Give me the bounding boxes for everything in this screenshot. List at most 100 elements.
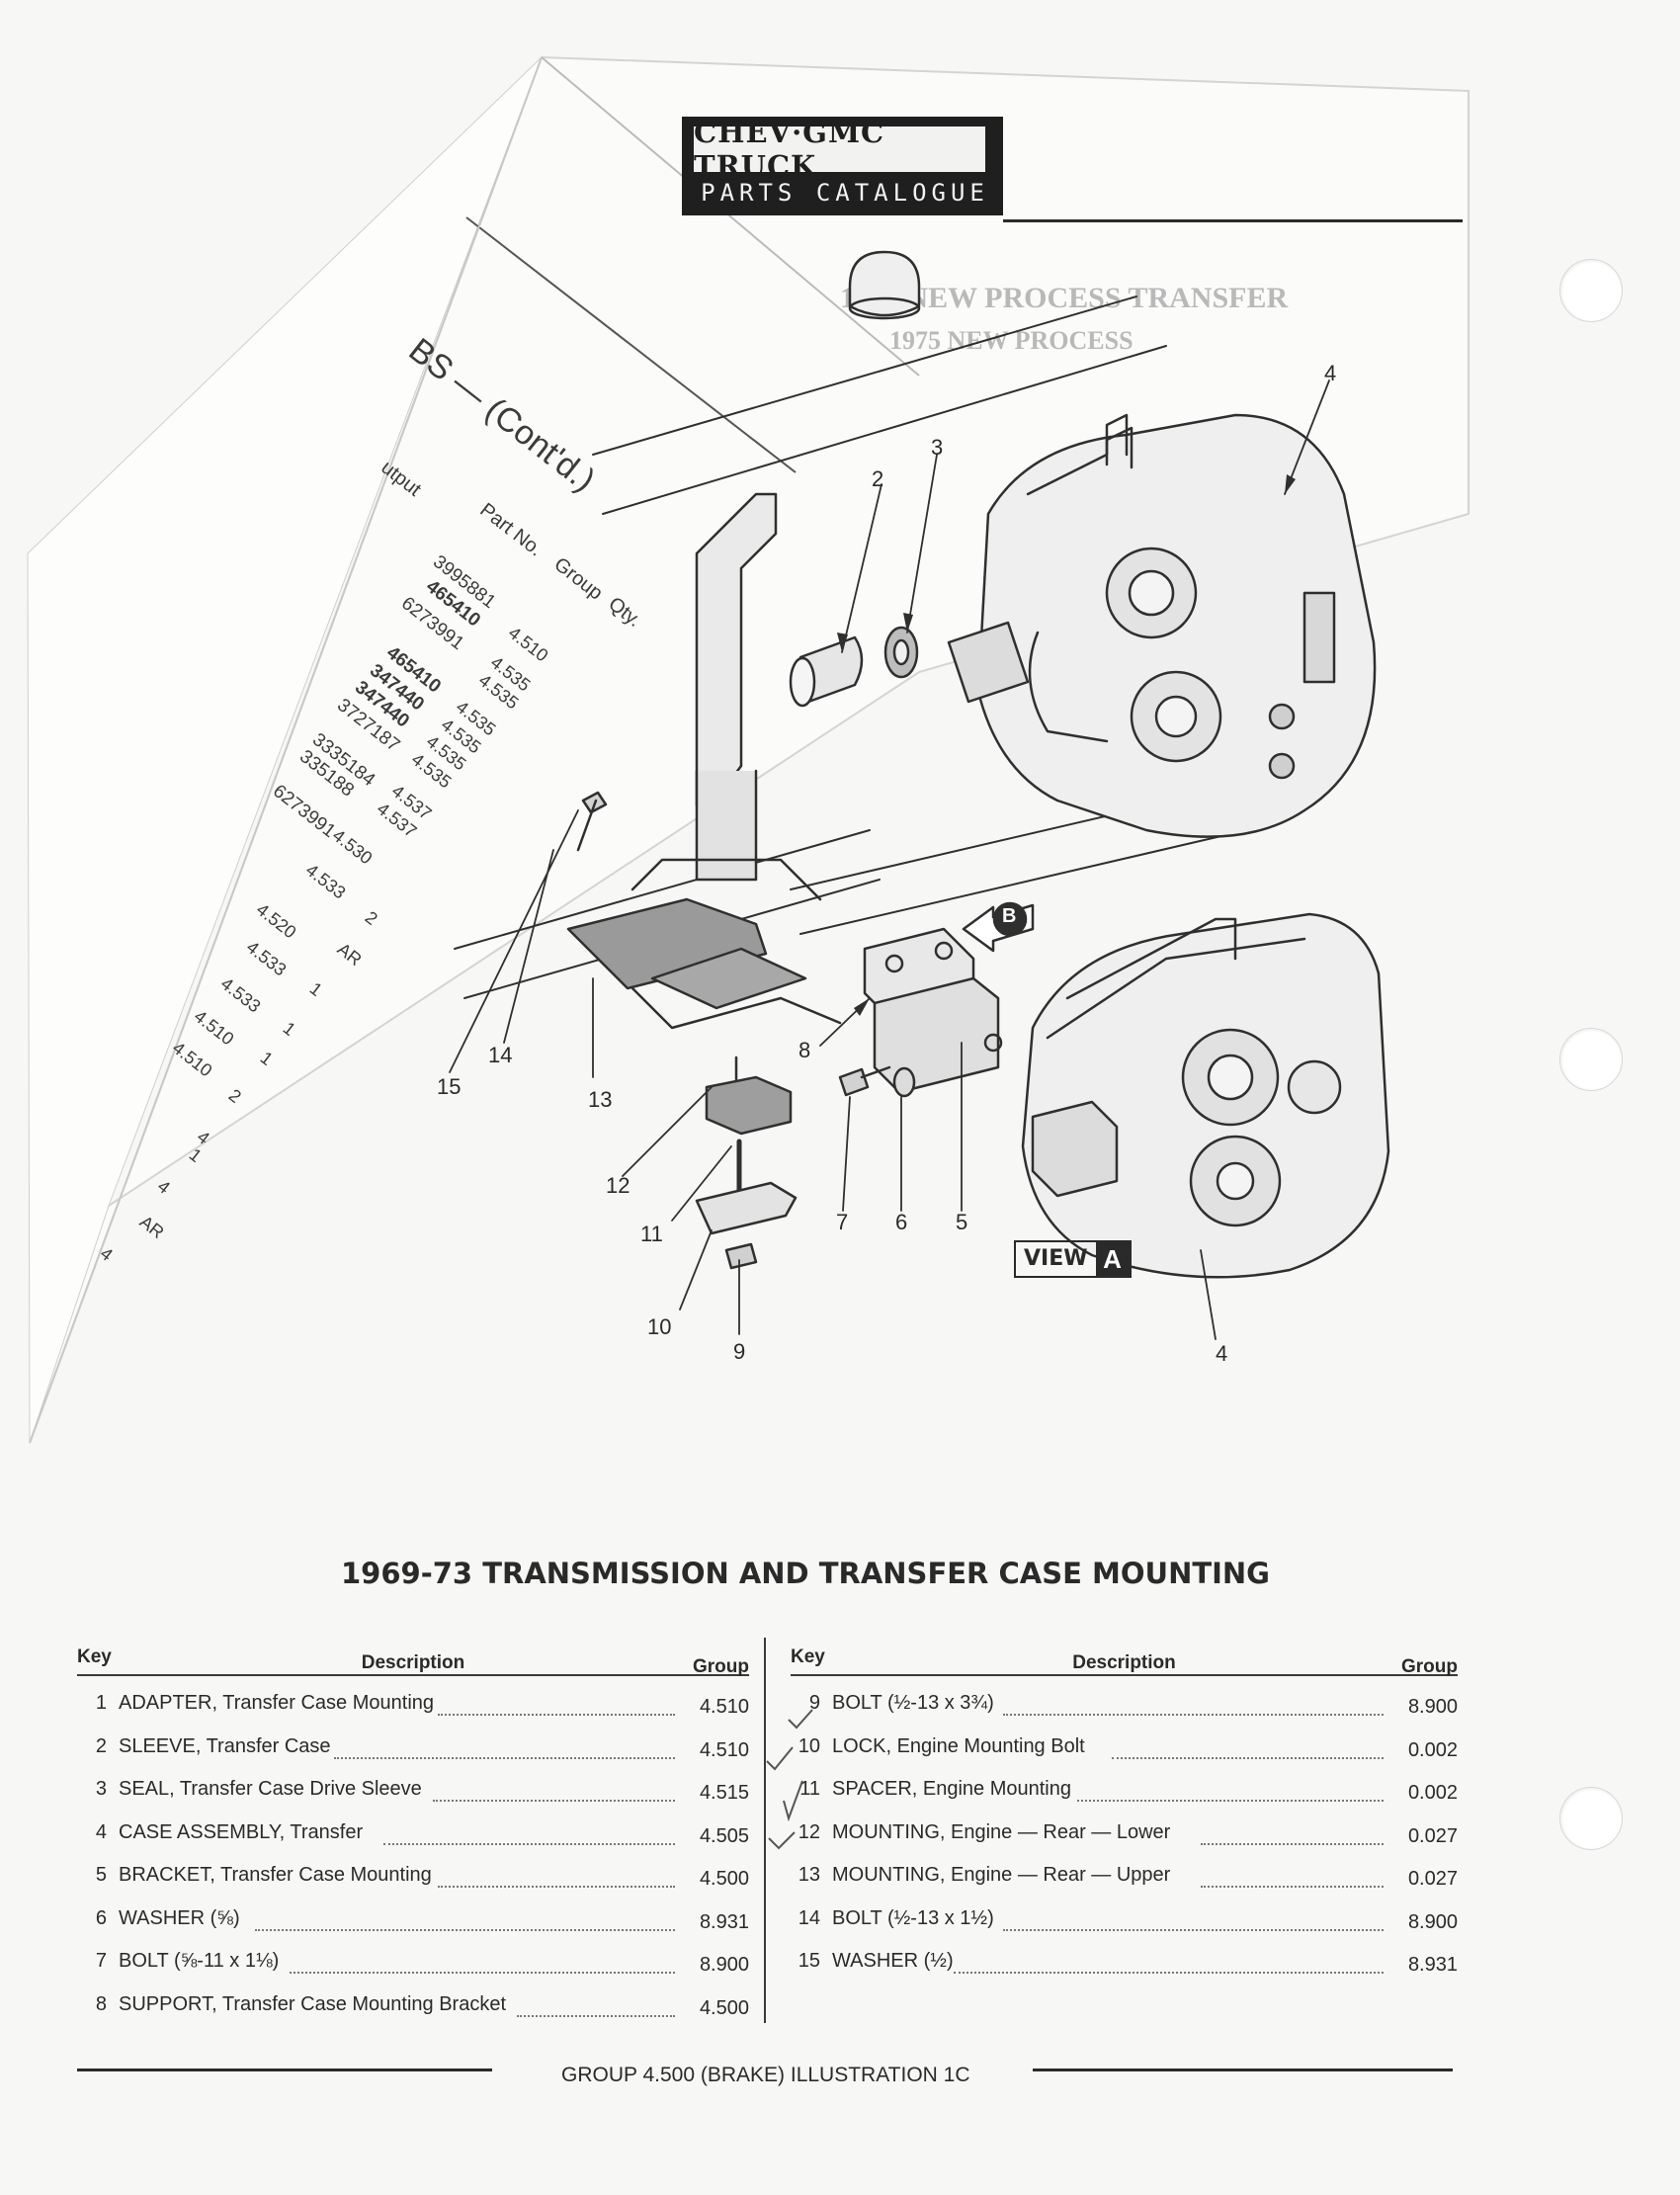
- row-description: SPACER, Engine Mounting: [832, 1778, 1071, 1800]
- row-group: 8.931: [1407, 1954, 1458, 1976]
- parts-table-right: Key Description Group 9 BOLT (½-13 x 3¾) 8…: [791, 1633, 1458, 1978]
- header-title-box: CHEV·GMC TRUCK: [692, 116, 987, 183]
- row-description: BRACKET, Transfer Case Mounting: [119, 1864, 432, 1886]
- row-description: ADAPTER, Transfer Case Mounting: [119, 1692, 435, 1714]
- exploded-parts-diagram: [449, 250, 1390, 1340]
- callout-8: 8: [798, 1038, 811, 1062]
- table-header: Key Description Group: [791, 1633, 1458, 1677]
- row-description: BOLT (½-13 x 1½): [832, 1906, 994, 1929]
- leader-dots: [1201, 1823, 1384, 1845]
- callout-5: 5: [956, 1210, 968, 1234]
- row-description: SUPPORT, Transfer Case Mounting Bracket: [119, 1992, 507, 2015]
- table-header: Key Description Group: [77, 1633, 749, 1677]
- row-group: 0.027: [1407, 1824, 1458, 1847]
- header-description: Description: [1072, 1652, 1176, 1673]
- row-description: MOUNTING, Engine — Rear — Upper: [832, 1864, 1171, 1886]
- view-b-arrow-label: B: [1002, 905, 1017, 927]
- row-key: 15: [798, 1950, 820, 1972]
- faint-heading: 1975 NEW PROCESS: [889, 326, 1134, 355]
- callout-12: 12: [606, 1173, 630, 1198]
- row-group: 8.900: [699, 1954, 749, 1976]
- leader-dots: [433, 1780, 675, 1802]
- table-divider: [764, 1638, 766, 2023]
- overlay-page-shape: [27, 55, 1470, 1444]
- callout-10: 10: [647, 1314, 672, 1339]
- leader-dots: [1077, 1780, 1384, 1802]
- row-key: 5: [95, 1864, 107, 1886]
- row-description: MOUNTING, Engine — Rear — Lower: [832, 1820, 1171, 1843]
- row-description: WASHER (½): [832, 1950, 954, 1972]
- page-title: 1969-73 TRANSMISSION AND TRANSFER CASE M…: [0, 1557, 1680, 1590]
- table-row: 11 SPACER, Engine Mounting 0.002: [791, 1762, 1458, 1806]
- header-key: Key: [791, 1646, 825, 1667]
- table-row: 4 CASE ASSEMBLY, Transfer 4.505: [77, 1806, 749, 1849]
- row-group: 8.931: [699, 1910, 749, 1933]
- view-letter: A: [1095, 1242, 1130, 1276]
- callout-7: 7: [836, 1210, 849, 1234]
- callout-9: 9: [733, 1339, 746, 1364]
- footer-rule: [1033, 2068, 1453, 2071]
- leader-dots: [954, 1952, 1384, 1974]
- binder-hole: [1559, 1787, 1623, 1850]
- row-group: 4.515: [699, 1782, 749, 1804]
- view-label-text: VIEW: [1024, 1246, 1088, 1271]
- row-description: BOLT (½-13 x 3¾): [832, 1692, 994, 1714]
- row-key: 11: [799, 1778, 820, 1800]
- table-row: 8 SUPPORT, Transfer Case Mounting Bracket…: [77, 1978, 749, 2021]
- row-group: 8.900: [1407, 1696, 1458, 1718]
- header-group: Group: [693, 1656, 749, 1677]
- footer-rule: [77, 2068, 492, 2071]
- leader-dots: [255, 1909, 675, 1931]
- callout-14: 14: [488, 1043, 513, 1067]
- leader-dots: [1003, 1909, 1384, 1931]
- row-group: 4.500: [699, 1868, 749, 1890]
- row-key: 6: [95, 1906, 107, 1929]
- leader-dots: [438, 1866, 675, 1888]
- row-key: 7: [95, 1950, 107, 1972]
- header-group: Group: [1401, 1656, 1458, 1677]
- view-a-label: VIEW A: [1014, 1240, 1132, 1278]
- row-key: 9: [808, 1692, 820, 1714]
- row-group: 8.900: [1407, 1910, 1458, 1933]
- row-key: 12: [798, 1820, 820, 1843]
- callout-2: 2: [872, 466, 884, 491]
- row-group: 4.510: [699, 1738, 749, 1761]
- row-key: 4: [95, 1820, 107, 1843]
- row-group: 4.500: [699, 1996, 749, 2019]
- leader-dots: [383, 1823, 675, 1845]
- table-row: 15 WASHER (½) 8.931: [791, 1934, 1458, 1978]
- row-description: SLEEVE, Transfer Case: [119, 1734, 331, 1757]
- leader-dots: [517, 1995, 675, 2017]
- row-group: 4.505: [699, 1824, 749, 1847]
- page-title-text: 1969-73 TRANSMISSION AND TRANSFER CASE M…: [341, 1557, 1270, 1590]
- header-description: Description: [361, 1652, 465, 1673]
- row-description: CASE ASSEMBLY, Transfer: [119, 1820, 364, 1843]
- leader-dots: [1003, 1694, 1384, 1716]
- leader-dots: [1112, 1737, 1384, 1759]
- table-row: 2 SLEEVE, Transfer Case 4.510: [77, 1720, 749, 1763]
- callout-4: 4: [1324, 361, 1337, 385]
- row-description: LOCK, Engine Mounting Bolt: [832, 1734, 1085, 1757]
- row-group: 0.002: [1407, 1738, 1458, 1761]
- row-key: 8: [95, 1992, 107, 2015]
- row-group: 4.510: [699, 1696, 749, 1718]
- row-key: 2: [95, 1734, 107, 1757]
- header-rule: [1003, 219, 1463, 222]
- leader-dots: [334, 1737, 675, 1759]
- header-subtitle: PARTS CATALOGUE: [701, 179, 989, 207]
- table-row: 9 BOLT (½-13 x 3¾) 8.900: [791, 1676, 1458, 1720]
- row-description: SEAL, Transfer Case Drive Sleeve: [119, 1778, 422, 1800]
- row-group: 0.027: [1407, 1868, 1458, 1890]
- callout-15: 15: [437, 1074, 462, 1099]
- row-group: 0.002: [1407, 1782, 1458, 1804]
- callout-3: 3: [931, 435, 944, 460]
